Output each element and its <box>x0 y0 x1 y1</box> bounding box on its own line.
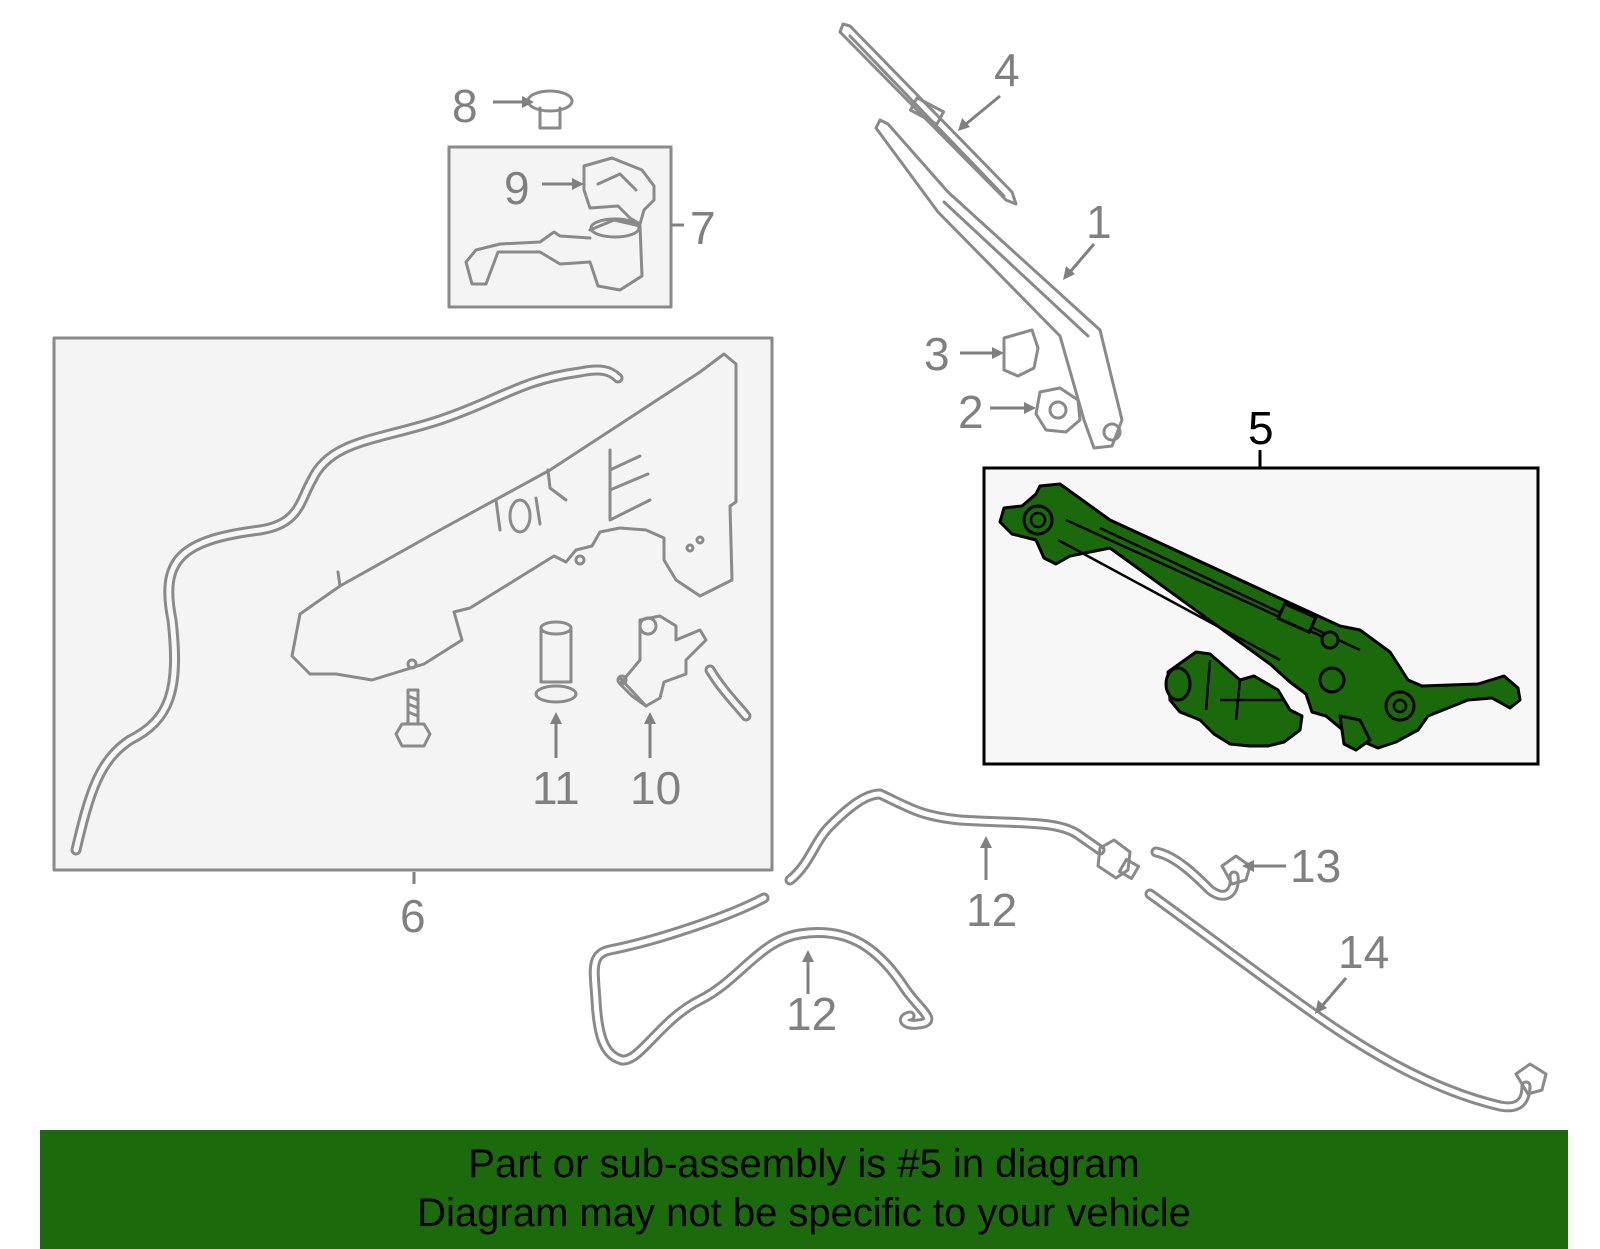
info-banner: Part or sub-assembly is #5 in diagram Di… <box>40 1130 1568 1249</box>
banner-line-2: Diagram may not be specific to your vehi… <box>417 1191 1191 1235</box>
callout-2: 2 <box>958 386 984 438</box>
callout-7: 7 <box>690 202 716 254</box>
part-2-nut[interactable] <box>1034 386 1082 434</box>
part-5-wiper-linkage-motor-assembly[interactable] <box>982 466 1540 766</box>
callout-10: 10 <box>630 762 681 814</box>
callout-13: 13 <box>1290 840 1341 892</box>
callout-12-upper: 12 <box>966 884 1017 936</box>
part-12-hose-lower[interactable] <box>588 892 934 1066</box>
part-4-wiper-blade[interactable] <box>838 22 1018 206</box>
callout-14: 14 <box>1338 926 1389 978</box>
callout-12-lower: 12 <box>786 988 837 1040</box>
callout-1: 1 <box>1086 196 1112 248</box>
part-6-washer-reservoir-kit[interactable] <box>52 336 774 872</box>
part-8-plug[interactable] <box>526 89 574 130</box>
part-1-wiper-arm[interactable] <box>874 118 1124 450</box>
callout-4: 4 <box>994 44 1020 96</box>
callout-11: 11 <box>532 762 580 814</box>
part-7-filler-neck-kit[interactable] <box>447 145 673 309</box>
callout-8: 8 <box>452 80 478 132</box>
callout-9: 9 <box>504 162 530 214</box>
banner-line-1: Part or sub-assembly is #5 in diagram <box>468 1142 1140 1186</box>
part-13-hose-connector[interactable] <box>1150 846 1252 901</box>
callout-6: 6 <box>400 890 426 942</box>
part-12-hose-upper[interactable] <box>784 788 1141 886</box>
part-3-cap[interactable] <box>1002 328 1040 378</box>
callout-5: 5 <box>1248 402 1274 454</box>
callout-3: 3 <box>924 328 950 380</box>
part-14-hose-long[interactable] <box>1144 888 1548 1113</box>
leader-lines <box>412 94 1348 1014</box>
